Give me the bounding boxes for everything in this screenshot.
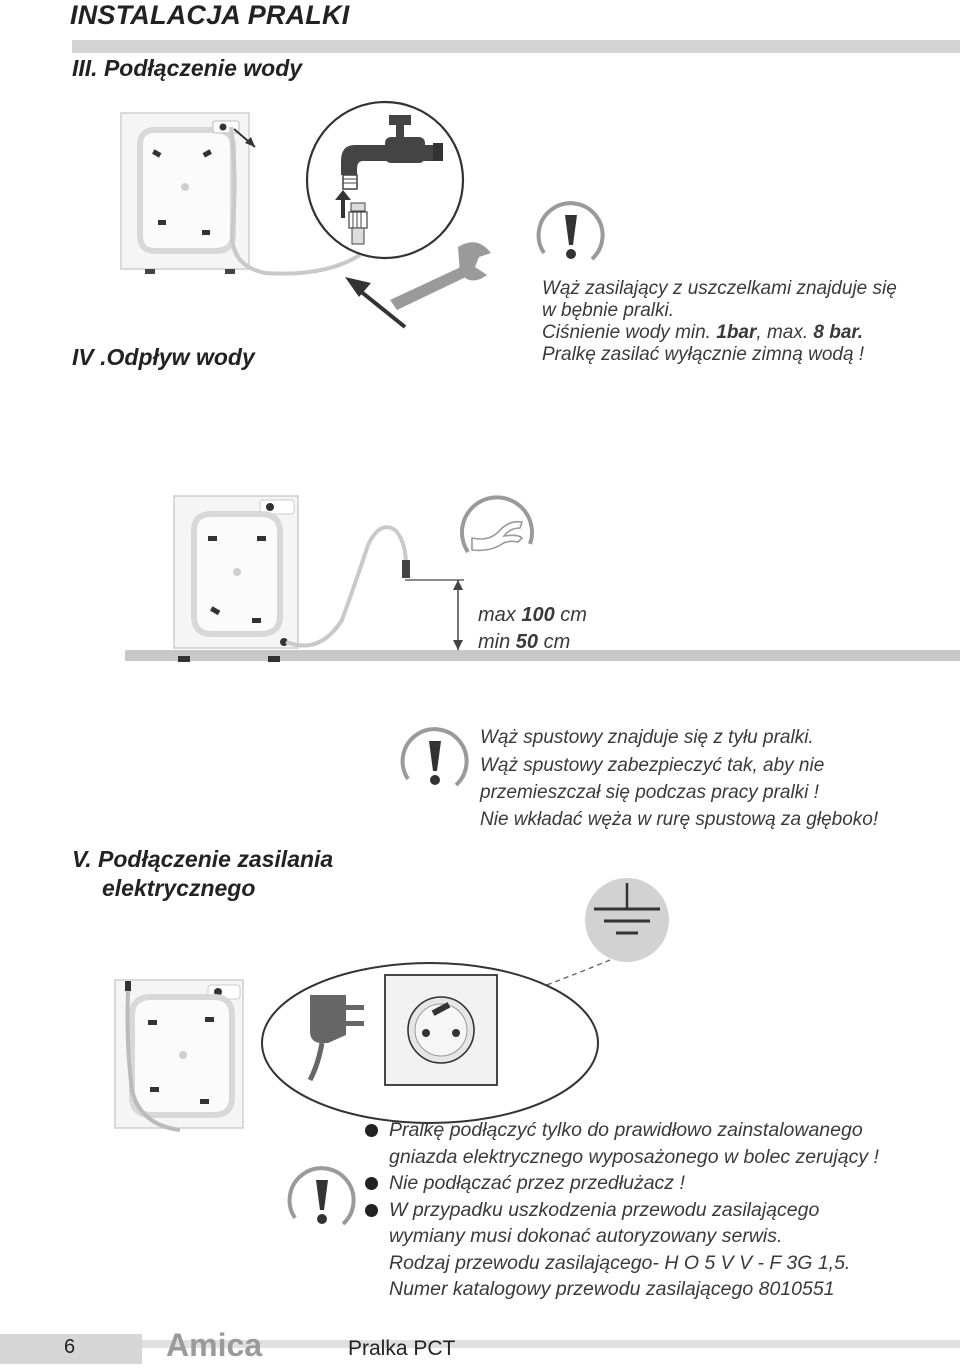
- power-illustration: [114, 878, 669, 1132]
- drain-illustration: [125, 495, 960, 662]
- drain-note-line2: Wąż spustowy zabezpieczyć tak, aby nie: [480, 755, 825, 776]
- brand-name: Amica: [166, 1327, 262, 1362]
- water-connection-illustration: [120, 100, 491, 329]
- hose-height-max: max 100 cm: [478, 604, 587, 626]
- page-number-box: [0, 1334, 142, 1364]
- brand-logo: Amica: [166, 1327, 262, 1362]
- water-note-line2: w bębnie pralki.: [542, 300, 675, 321]
- page-title: INSTALACJA PRALKI: [70, 0, 350, 30]
- section-heading-power-line1: V. Podłączenie zasilania: [72, 846, 334, 872]
- list-item-continuation: gniazda elektrycznego wyposażonego w bol…: [389, 1145, 879, 1168]
- bullet-icon: [365, 1177, 378, 1190]
- exclamation-icon: [400, 727, 469, 787]
- drain-note-line3: przemieszczał się podczas pracy pralki !: [480, 782, 819, 803]
- list-item-continuation: wymiany musi dokonać autoryzowany serwis…: [389, 1225, 783, 1247]
- list-item: Nie podłączać przez przedłużacz !: [363, 1170, 960, 1197]
- product-name: Pralka PCT: [348, 1337, 456, 1360]
- footer-rule: [0, 1340, 960, 1348]
- list-item-continuation: Rodzaj przewodu zasilającego- H O 5 V V …: [389, 1251, 851, 1274]
- section-heading-drain: IV .Odpływ wody: [72, 344, 255, 370]
- section-heading-water: III. Podłączenie wody: [72, 55, 303, 81]
- water-note-line3: Ciśnienie wody min. 1bar, max. 8 bar.: [542, 322, 864, 343]
- list-item-continuation: Numer katalogowy przewodu zasilającego 8…: [389, 1278, 835, 1300]
- drain-note-line4: Nie wkładać węża w rurę spustową za głęb…: [480, 809, 879, 830]
- title-rule: [72, 40, 960, 53]
- page-number: 6: [64, 1336, 76, 1358]
- ground-symbol-icon: [585, 878, 669, 962]
- water-note-line1: Wąż zasilający z uszczelkami znajduje si…: [542, 278, 897, 299]
- hand-icon: [460, 495, 534, 554]
- bullet-icon: [365, 1203, 378, 1217]
- power-notes-list: Pralkę podłączyć tylko do prawidłowo zai…: [363, 1117, 960, 1303]
- socket-icon: [384, 974, 498, 1086]
- list-item: Pralkę podłączyć tylko do prawidłowo zai…: [363, 1117, 960, 1144]
- water-note-line4: Pralkę zasilać wyłącznie zimną wodą !: [542, 344, 865, 365]
- exclamation-icon: [287, 1166, 356, 1226]
- hose-height-min: min 50 cm: [478, 631, 571, 653]
- list-item: W przypadku uszkodzenia przewodu zasilaj…: [363, 1197, 960, 1224]
- bullet-icon: [365, 1124, 378, 1137]
- section-heading-power-line2: elektrycznego: [102, 875, 256, 901]
- drain-note-line1: Wąż spustowy znajduje się z tyłu pralki.: [480, 727, 814, 748]
- exclamation-icon: [536, 201, 605, 261]
- wrench-icon: [390, 242, 491, 310]
- plug-icon: [307, 995, 364, 1082]
